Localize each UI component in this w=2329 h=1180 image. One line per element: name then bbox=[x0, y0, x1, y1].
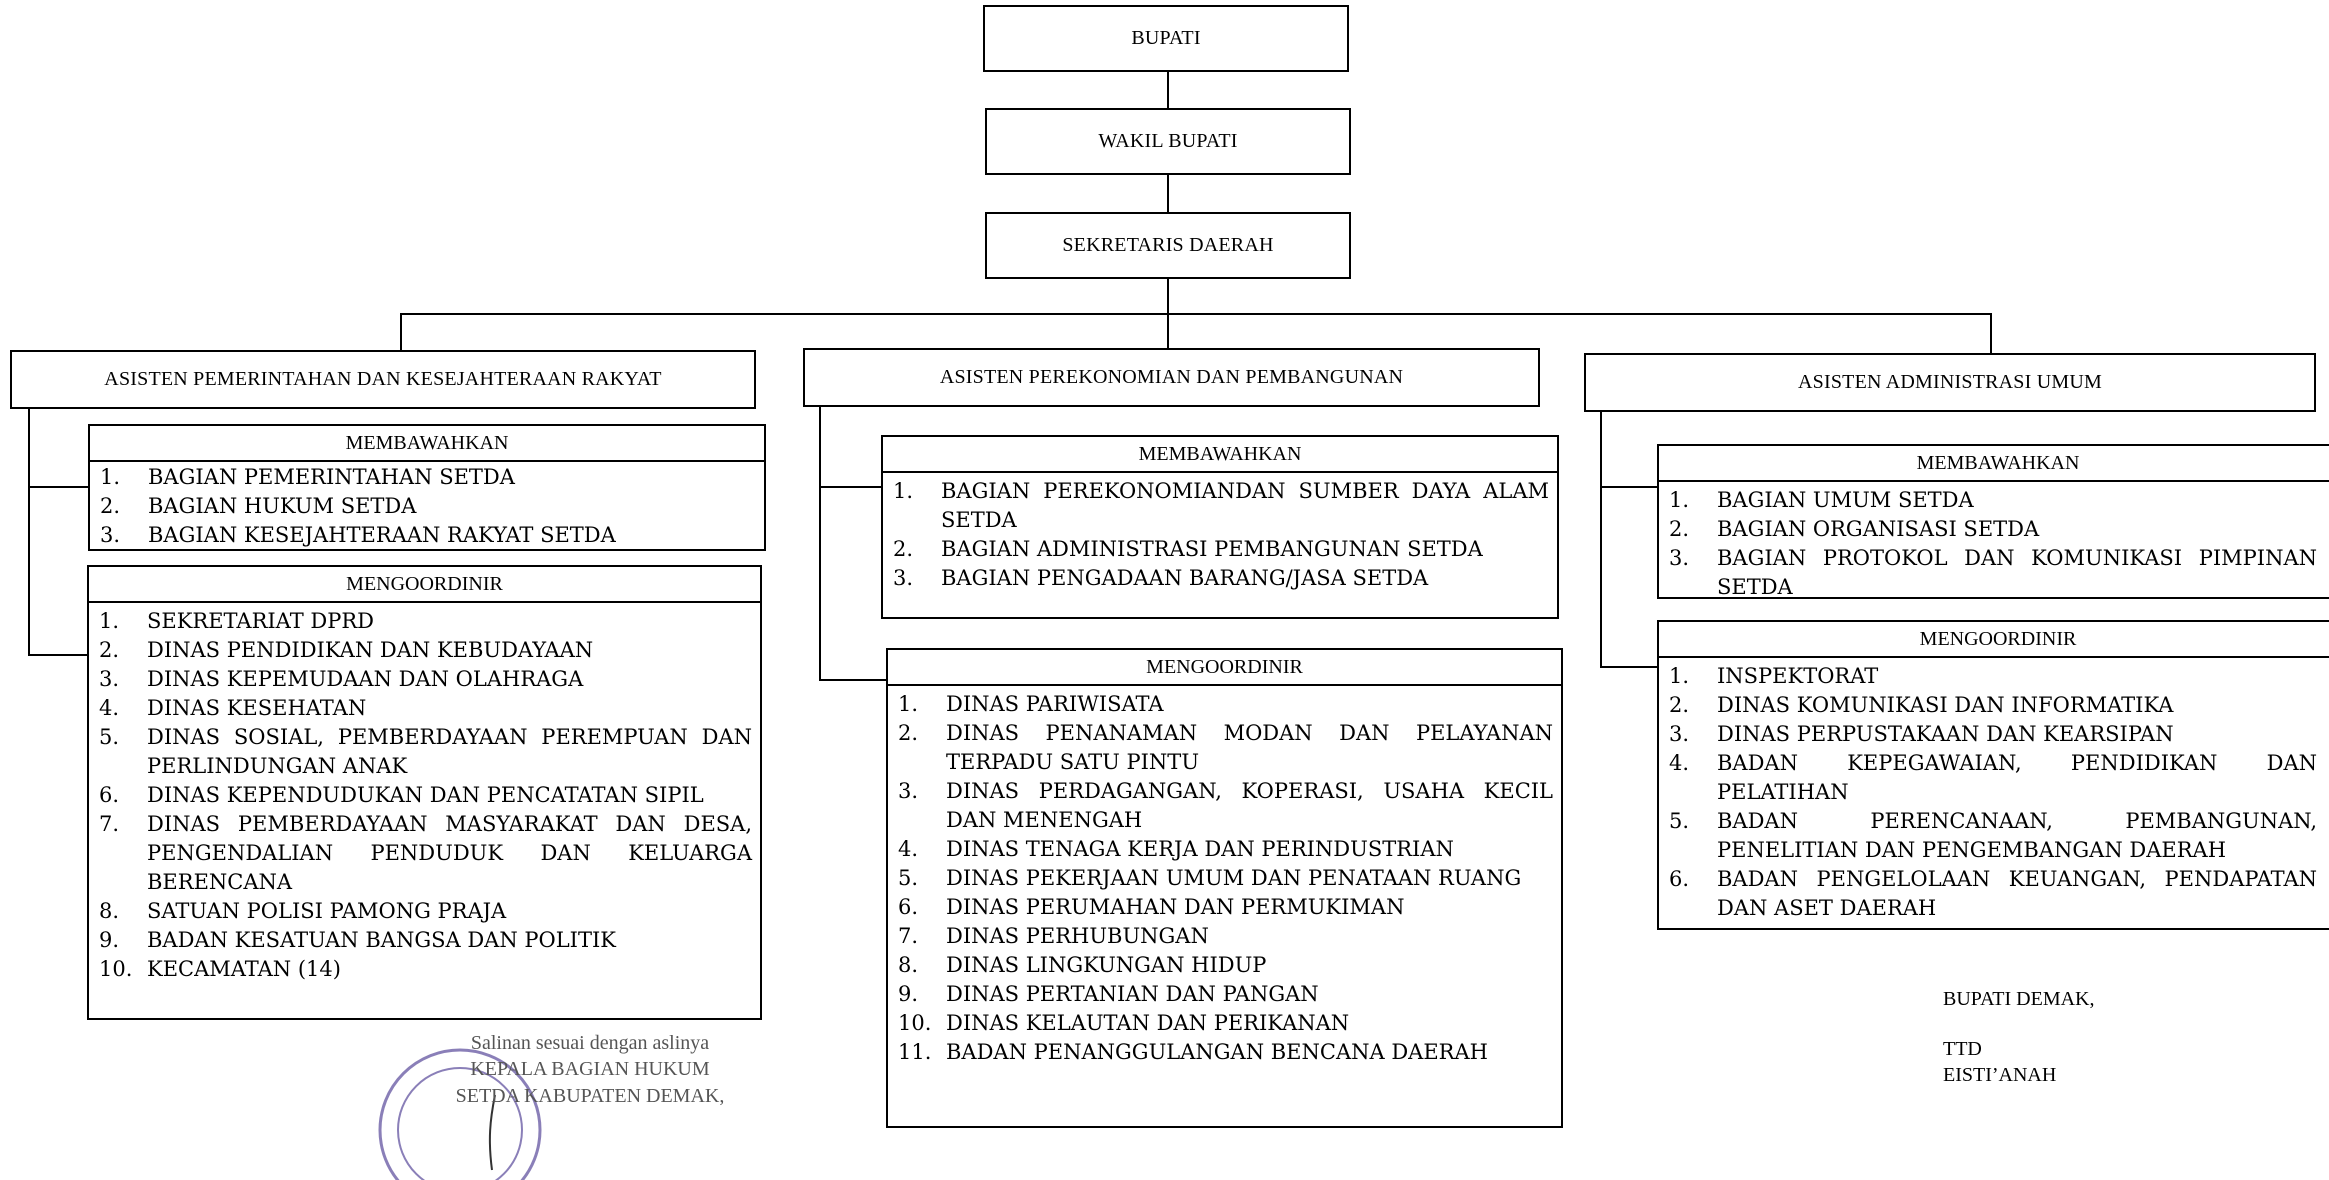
mengoordinir-3-header: MENGOORDINIR bbox=[1659, 622, 2329, 658]
list-item: 1.BAGIAN UMUM SETDA bbox=[1669, 488, 1974, 512]
connector-line bbox=[1990, 313, 1992, 353]
list-item: 10.DINAS KELAUTAN DAN PERIKANAN bbox=[898, 1011, 1350, 1035]
membawahkan-3-header: MEMBAWAHKAN bbox=[1659, 446, 2329, 482]
connector-line bbox=[819, 407, 821, 680]
membawahkan-2-header: MEMBAWAHKAN bbox=[883, 437, 1557, 473]
asisten-2-box: ASISTEN PEREKONOMIAN DAN PEMBANGUNAN bbox=[803, 348, 1540, 407]
membawahkan-1-box: MEMBAWAHKAN 1.BAGIAN PEMERINTAHAN SETDA … bbox=[88, 424, 766, 551]
membawahkan-1-header: MEMBAWAHKAN bbox=[90, 426, 764, 462]
connector-line bbox=[28, 654, 88, 656]
stamp-line-1: Salinan sesuai dengan aslinya bbox=[470, 1032, 710, 1054]
list-item: 10.KECAMATAN (14) bbox=[99, 957, 341, 981]
mengoordinir-1-header: MENGOORDINIR bbox=[89, 567, 760, 603]
list-item: 3.BAGIAN PROTOKOL DAN KOMUNIKASI PIMPINA… bbox=[1669, 546, 2317, 599]
list-item: 1.INSPEKTORAT bbox=[1669, 664, 1879, 688]
connector-line bbox=[819, 486, 882, 488]
list-item: 3.DINAS PERDAGANGAN, KOPERASI, USAHA KEC… bbox=[898, 779, 1553, 832]
list-item: 6.BADAN PENGELOLAAN KEUANGAN, PENDAPATAN… bbox=[1669, 867, 2317, 920]
membawahkan-2-list: 1.BAGIAN PEREKONOMIANDAN SUMBER DAYA ALA… bbox=[883, 473, 1557, 597]
list-item: 1.BAGIAN PEMERINTAHAN SETDA bbox=[100, 465, 515, 489]
list-item: 4.BADAN KEPEGAWAIAN, PENDIDIKAN DAN PELA… bbox=[1669, 751, 2317, 804]
list-item: 5.DINAS PEKERJAAN UMUM DAN PENATAAN RUAN… bbox=[898, 866, 1522, 890]
list-item: 2.DINAS PENANAMAN MODAN DAN PELAYANAN TE… bbox=[898, 721, 1553, 774]
list-item: 5.BADAN PERENCANAAN, PEMBANGUNAN, PENELI… bbox=[1669, 809, 2317, 862]
membawahkan-3-list: 1.BAGIAN UMUM SETDA 2.BAGIAN ORGANISASI … bbox=[1659, 482, 2329, 606]
list-item: 2.DINAS PENDIDIKAN DAN KEBUDAYAAN bbox=[99, 638, 594, 662]
mengoordinir-3-box: MENGOORDINIR 1.INSPEKTORAT 2.DINAS KOMUN… bbox=[1657, 620, 2329, 930]
connector-line bbox=[400, 313, 402, 350]
stamp-line-2: KEPALA BAGIAN HUKUM bbox=[470, 1058, 710, 1080]
list-item: 1.SEKRETARIAT DPRD bbox=[99, 609, 374, 633]
list-item: 6.DINAS PERUMAHAN DAN PERMUKIMAN bbox=[898, 895, 1405, 919]
asisten-3-box: ASISTEN ADMINISTRASI UMUM bbox=[1584, 353, 2316, 412]
connector-line bbox=[819, 679, 887, 681]
connector-line bbox=[1167, 72, 1169, 108]
sekda-label: SEKRETARIS DAERAH bbox=[1062, 234, 1274, 256]
list-item: 4.DINAS TENAGA KERJA DAN PERINDUSTRIAN bbox=[898, 837, 1454, 861]
connector-line bbox=[1167, 175, 1169, 212]
list-item: 3.DINAS KEPEMUDAAN DAN OLAHRAGA bbox=[99, 667, 584, 691]
list-item: 9.DINAS PERTANIAN DAN PANGAN bbox=[898, 982, 1319, 1006]
wakil-bupati-box: WAKIL BUPATI bbox=[985, 108, 1351, 175]
membawahkan-2-box: MEMBAWAHKAN 1.BAGIAN PEREKONOMIANDAN SUM… bbox=[881, 435, 1559, 619]
membawahkan-3-box: MEMBAWAHKAN 1.BAGIAN UMUM SETDA 2.BAGIAN… bbox=[1657, 444, 2329, 599]
list-item: 3.DINAS PERPUSTAKAAN DAN KEARSIPAN bbox=[1669, 722, 2174, 746]
bupati-box: BUPATI bbox=[983, 5, 1349, 72]
list-item: 9.BADAN KESATUAN BANGSA DAN POLITIK bbox=[99, 928, 616, 952]
connector-line bbox=[400, 313, 1991, 315]
list-item: 8.DINAS LINGKUNGAN HIDUP bbox=[898, 953, 1267, 977]
stamp-line-3: SETDA KABUPATEN DEMAK, bbox=[455, 1085, 725, 1107]
connector-line bbox=[1600, 666, 1659, 668]
list-item: 7.DINAS PEMBERDAYAAN MASYARAKAT DAN DESA… bbox=[99, 812, 752, 894]
list-item: 1.DINAS PARIWISATA bbox=[898, 692, 1164, 716]
mengoordinir-1-list: 1.SEKRETARIAT DPRD 2.DINAS PENDIDIKAN DA… bbox=[89, 603, 760, 988]
connector-line bbox=[1600, 486, 1659, 488]
list-item: 3.BAGIAN PENGADAAN BARANG/JASA SETDA bbox=[893, 566, 1429, 590]
list-item: 2.BAGIAN HUKUM SETDA bbox=[100, 494, 417, 518]
wakil-bupati-label: WAKIL BUPATI bbox=[1098, 130, 1238, 152]
list-item: 7.DINAS PERHUBUNGAN bbox=[898, 924, 1209, 948]
list-item: 4.DINAS KESEHATAN bbox=[99, 696, 367, 720]
connector-line bbox=[1600, 412, 1602, 667]
mengoordinir-3-list: 1.INSPEKTORAT 2.DINAS KOMUNIKASI DAN INF… bbox=[1659, 658, 2329, 927]
asisten-2-title: ASISTEN PEREKONOMIAN DAN PEMBANGUNAN bbox=[939, 366, 1404, 388]
list-item: 8.SATUAN POLISI PAMONG PRAJA bbox=[99, 899, 507, 923]
list-item: 2.BAGIAN ORGANISASI SETDA bbox=[1669, 517, 2040, 541]
signature-ttd: TTD bbox=[1943, 1038, 1982, 1060]
list-item: 1.BAGIAN PEREKONOMIANDAN SUMBER DAYA ALA… bbox=[893, 479, 1549, 532]
list-item: 11.BADAN PENANGGULANGAN BENCANA DAERAH bbox=[898, 1040, 1488, 1064]
asisten-3-title: ASISTEN ADMINISTRASI UMUM bbox=[1798, 371, 2102, 393]
bupati-label: BUPATI bbox=[1131, 27, 1201, 49]
signature-office: BUPATI DEMAK, bbox=[1943, 988, 2095, 1010]
list-item: 6.DINAS KEPENDUDUKAN DAN PENCATATAN SIPI… bbox=[99, 783, 704, 807]
mengoordinir-1-box: MENGOORDINIR 1.SEKRETARIAT DPRD 2.DINAS … bbox=[87, 565, 762, 1020]
mengoordinir-2-list: 1.DINAS PARIWISATA 2.DINAS PENANAMAN MOD… bbox=[888, 686, 1561, 1071]
mengoordinir-2-header: MENGOORDINIR bbox=[888, 650, 1561, 686]
membawahkan-1-list: 1.BAGIAN PEMERINTAHAN SETDA 2.BAGIAN HUK… bbox=[90, 462, 764, 554]
asisten-1-title: ASISTEN PEMERINTAHAN DAN KESEJAHTERAAN R… bbox=[104, 368, 662, 390]
asisten-1-box: ASISTEN PEMERINTAHAN DAN KESEJAHTERAAN R… bbox=[10, 350, 756, 409]
mengoordinir-2-box: MENGOORDINIR 1.DINAS PARIWISATA 2.DINAS … bbox=[886, 648, 1563, 1128]
list-item: 5.DINAS SOSIAL, PEMBERDAYAAN PEREMPUAN D… bbox=[99, 725, 752, 778]
signature-name: EISTI’ANAH bbox=[1943, 1064, 2057, 1086]
list-item: 2.DINAS KOMUNIKASI DAN INFORMATIKA bbox=[1669, 693, 2174, 717]
connector-line bbox=[28, 486, 90, 488]
connector-line bbox=[28, 409, 30, 655]
sekda-box: SEKRETARIS DAERAH bbox=[985, 212, 1351, 279]
list-item: 3.BAGIAN KESEJAHTERAAN RAKYAT SETDA bbox=[100, 523, 616, 547]
list-item: 2.BAGIAN ADMINISTRASI PEMBANGUNAN SETDA bbox=[893, 537, 1483, 561]
